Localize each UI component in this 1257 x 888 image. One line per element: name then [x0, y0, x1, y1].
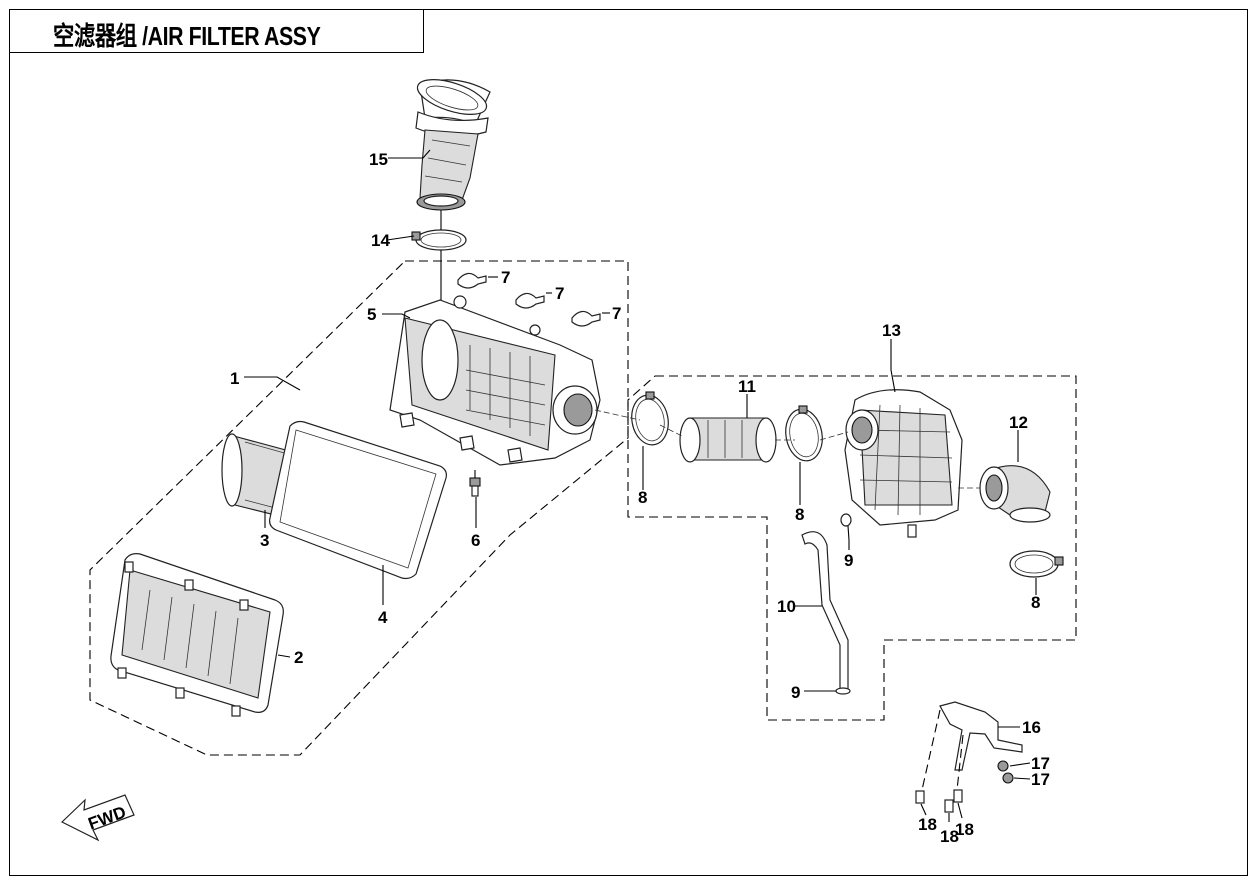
- callout-18c: 18: [955, 820, 974, 839]
- part-8-clamp-c: [1009, 550, 1064, 578]
- callout-13: 13: [882, 321, 901, 340]
- title-block: [9, 9, 424, 53]
- part-5-air-box-housing: [389, 295, 601, 466]
- part-9-clamp-lower: [835, 687, 851, 695]
- callout-9b: 9: [791, 683, 800, 702]
- part-7-clip-a: [457, 272, 487, 289]
- callout-8c: 8: [1031, 593, 1040, 612]
- callout-1: 1: [230, 369, 239, 388]
- callout-8a: 8: [638, 488, 647, 507]
- part-4-gasket: [269, 420, 447, 580]
- callout-7a: 7: [501, 268, 510, 287]
- part-18-bolt-a: [915, 790, 925, 804]
- callout-6: 6: [471, 531, 480, 550]
- part-15-intake-duct: [415, 79, 491, 211]
- part-14-hose-clamp: [411, 229, 467, 251]
- callout-14: 14: [371, 231, 390, 250]
- callout-7b: 7: [555, 284, 564, 303]
- callout-18b: 18: [940, 827, 959, 846]
- part-16-bracket: [939, 701, 1023, 771]
- callout-16: 16: [1022, 718, 1041, 737]
- callout-5: 5: [367, 305, 376, 324]
- part-18-bolt-c: [953, 789, 963, 803]
- part-2-air-box-cover: [110, 553, 284, 717]
- callout-7c: 7: [612, 304, 621, 323]
- callout-17b: 17: [1031, 770, 1050, 789]
- part-12-elbow-hose: [979, 465, 1051, 523]
- part-17-nut-b: [1002, 772, 1014, 784]
- callout-12: 12: [1009, 413, 1028, 432]
- part-9-clamp-upper: [840, 513, 852, 527]
- part-6-drain-valve: [469, 477, 481, 497]
- part-10-drain-hose: [801, 531, 849, 691]
- part-7-clip-b: [515, 292, 545, 309]
- assembly-13-group-outline: [627, 375, 1077, 721]
- fwd-direction-arrow: FWD: [60, 794, 135, 842]
- drawing-frame: [9, 9, 1248, 876]
- callout-18a: 18: [918, 815, 937, 834]
- diagram-title: 空滤器组 /AIR FILTER ASSY: [53, 21, 321, 51]
- callout-17a: 17: [1031, 754, 1050, 773]
- callout-11: 11: [738, 377, 756, 396]
- callout-9a: 9: [844, 551, 853, 570]
- part-18-bolt-b: [944, 799, 954, 813]
- callout-8b: 8: [795, 505, 804, 524]
- callout-3: 3: [260, 531, 269, 550]
- callout-15: 15: [369, 150, 388, 169]
- part-17-nut-a: [997, 760, 1009, 772]
- part-8-clamp-a: [631, 391, 669, 446]
- assembly-1-group-outline: [89, 260, 629, 756]
- part-13-resonator-box: [844, 389, 963, 538]
- callout-2: 2: [294, 648, 303, 667]
- part-11-connector-hose: [679, 417, 777, 463]
- part-7-clip-c: [571, 310, 601, 327]
- part-8-clamp-b: [785, 405, 823, 462]
- callout-10: 10: [777, 597, 796, 616]
- callout-4: 4: [378, 608, 388, 627]
- leader-lines: [244, 149, 1037, 822]
